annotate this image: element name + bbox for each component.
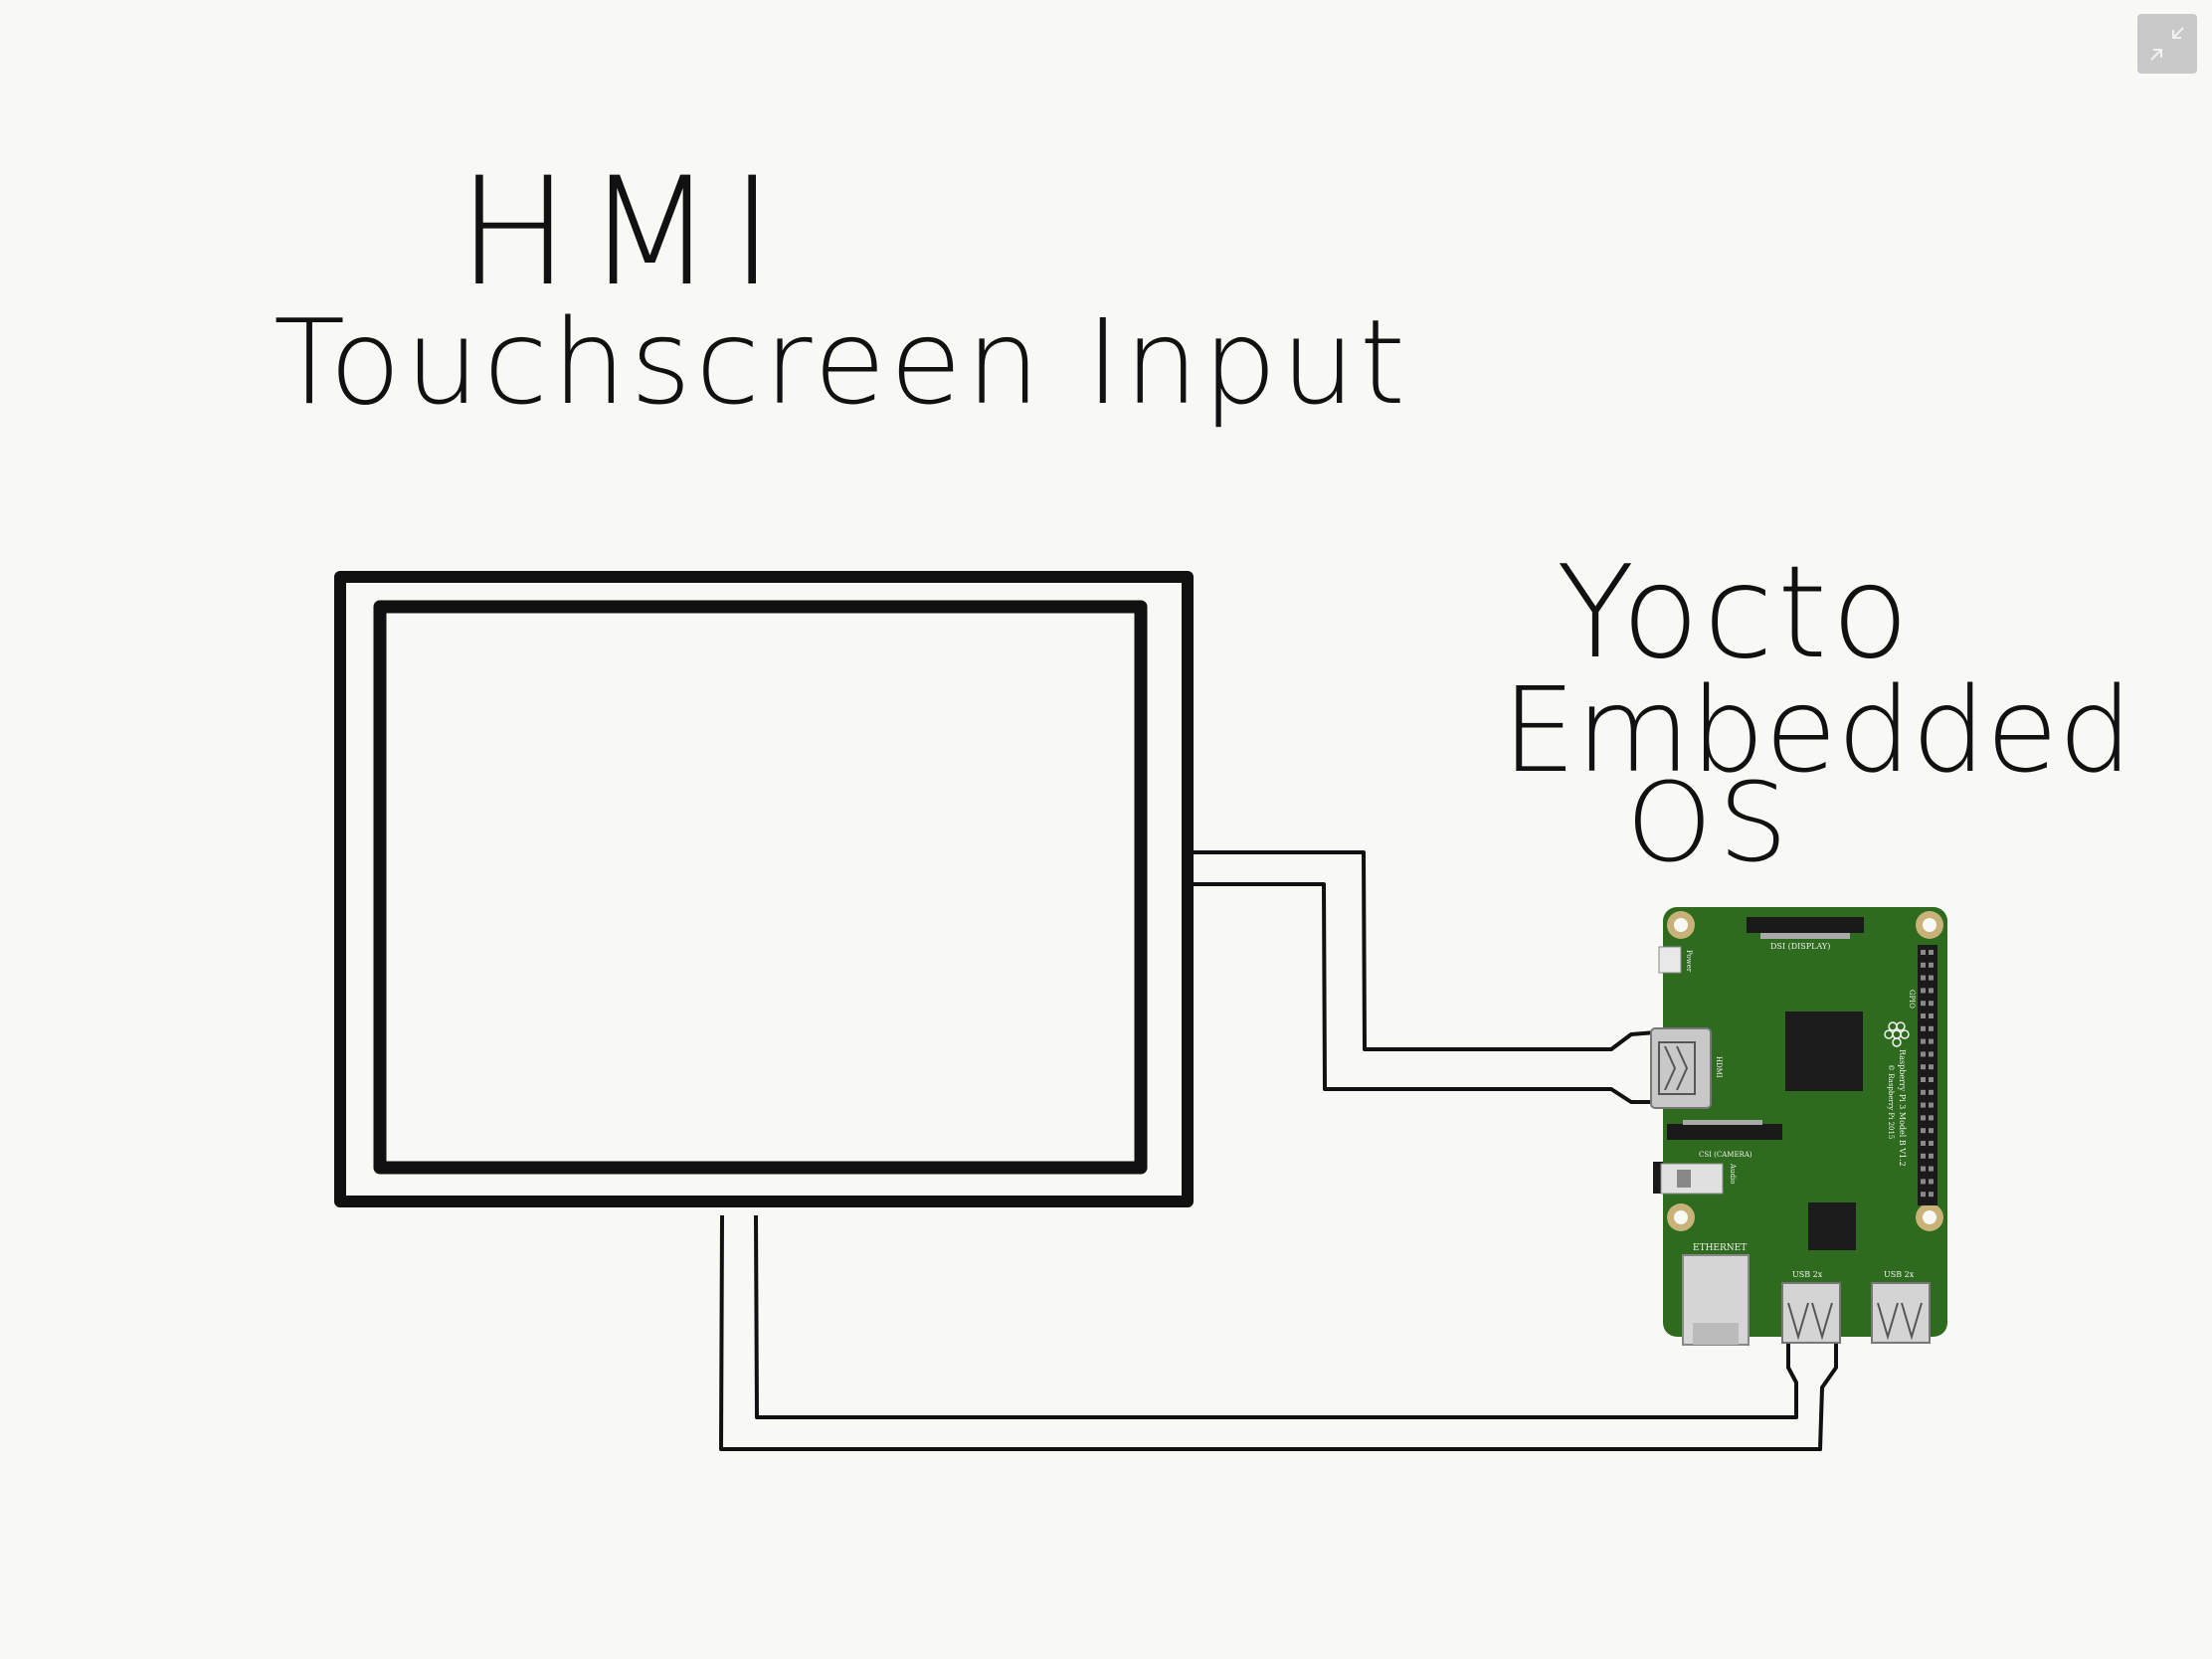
gpio-pin xyxy=(1929,1038,1934,1044)
gpio-pin xyxy=(1929,1064,1934,1070)
gpio-pin xyxy=(1921,1179,1926,1185)
gpio-pin xyxy=(1929,1014,1934,1018)
gpio-pin xyxy=(1921,988,1926,994)
gpio-pin xyxy=(1929,962,1934,968)
gpio-pin xyxy=(1929,1179,1934,1185)
gpio-pin xyxy=(1929,1089,1934,1095)
collapse-button[interactable] xyxy=(2137,14,2197,74)
gpio-label: GPIO xyxy=(1908,990,1916,1009)
soc-chip xyxy=(1785,1012,1863,1091)
csi-label: CSI (CAMERA) xyxy=(1699,1151,1752,1159)
dsi-connector xyxy=(1747,917,1864,933)
os-label-line3: OS xyxy=(1626,759,1793,886)
gpio-pin xyxy=(1921,1025,1926,1031)
hdmi-cable xyxy=(1194,850,1656,1104)
gpio-pin xyxy=(1921,1166,1926,1172)
usb-cable xyxy=(719,1214,1838,1451)
usb-left-label: USB 2x xyxy=(1792,1270,1823,1279)
pcb xyxy=(1663,907,1947,1337)
usb-port-left xyxy=(1781,1282,1841,1344)
gpio-pin xyxy=(1929,1153,1934,1159)
gpio-pin xyxy=(1921,1141,1926,1146)
gpio-pin xyxy=(1929,988,1934,994)
ethernet-label: ETHERNET xyxy=(1693,1243,1747,1253)
gpio-pin xyxy=(1921,975,1926,981)
gpio-pin xyxy=(1921,1038,1926,1044)
gpio-pin xyxy=(1929,1141,1934,1146)
csi-connector xyxy=(1667,1124,1782,1140)
dsi-label: DSI (DISPLAY) xyxy=(1770,942,1830,951)
mounting-holes xyxy=(1667,911,1943,1231)
gpio-pin xyxy=(1921,1115,1926,1121)
gpio-pin xyxy=(1929,1051,1934,1057)
gpio-pin xyxy=(1921,1089,1926,1095)
touchscreen-drawing xyxy=(334,571,1194,1207)
title-line1: HMI xyxy=(458,146,790,319)
touchscreen-inner-screen xyxy=(373,600,1148,1175)
gpio-pin xyxy=(1921,1077,1926,1082)
raspberry-pi-board: DSI (DISPLAY) Power GPIO Raspberry Pi 3 … xyxy=(1650,907,1947,1346)
gpio-pin xyxy=(1921,962,1926,968)
gpio-pin xyxy=(1921,1192,1926,1198)
usb-right-label: USB 2x xyxy=(1884,1270,1915,1279)
os-label-line1: Yocto xyxy=(1557,539,1913,687)
gpio-pin xyxy=(1921,1064,1926,1070)
gpio-pin xyxy=(1929,1077,1934,1082)
audio-label: Audio xyxy=(1729,1163,1737,1185)
usb-controller-chip xyxy=(1808,1202,1856,1250)
os-label-line2: Embedded xyxy=(1502,661,2132,799)
gpio-pin xyxy=(1929,1025,1934,1031)
gpio-pin xyxy=(1929,1102,1934,1108)
model-line2: © Raspberry Pi 2015 xyxy=(1887,1064,1895,1139)
gpio-pin xyxy=(1921,1051,1926,1057)
gpio-pin xyxy=(1929,1166,1934,1172)
audio-jack xyxy=(1653,1162,1663,1194)
gpio-pin xyxy=(1929,975,1934,981)
title-line2: Touchscreen Input xyxy=(274,293,1409,431)
collapse-arrows-icon xyxy=(2150,27,2184,61)
touchscreen-outer-frame xyxy=(334,571,1194,1207)
raspberry-logo-icon xyxy=(1884,1021,1910,1047)
gpio-pin xyxy=(1929,1115,1934,1121)
gpio-pin xyxy=(1921,950,1926,955)
power-connector xyxy=(1658,946,1682,974)
gpio-pin xyxy=(1921,1001,1926,1007)
hdmi-label: HDMI xyxy=(1715,1056,1723,1078)
gpio-pins xyxy=(1921,950,1934,1198)
gpio-pin xyxy=(1929,950,1934,955)
gpio-header xyxy=(1918,945,1937,1205)
gpio-pin xyxy=(1929,1001,1934,1007)
gpio-pin xyxy=(1921,1102,1926,1108)
power-label: Power xyxy=(1685,950,1693,973)
gpio-pin xyxy=(1921,1153,1926,1159)
gpio-pin xyxy=(1921,1128,1926,1134)
usb-port-right xyxy=(1871,1282,1931,1344)
gpio-pin xyxy=(1929,1192,1934,1198)
model-line1: Raspberry Pi 3 Model B V1.2 xyxy=(1898,1049,1907,1167)
gpio-pin xyxy=(1929,1128,1934,1134)
gpio-pin xyxy=(1921,1014,1926,1018)
